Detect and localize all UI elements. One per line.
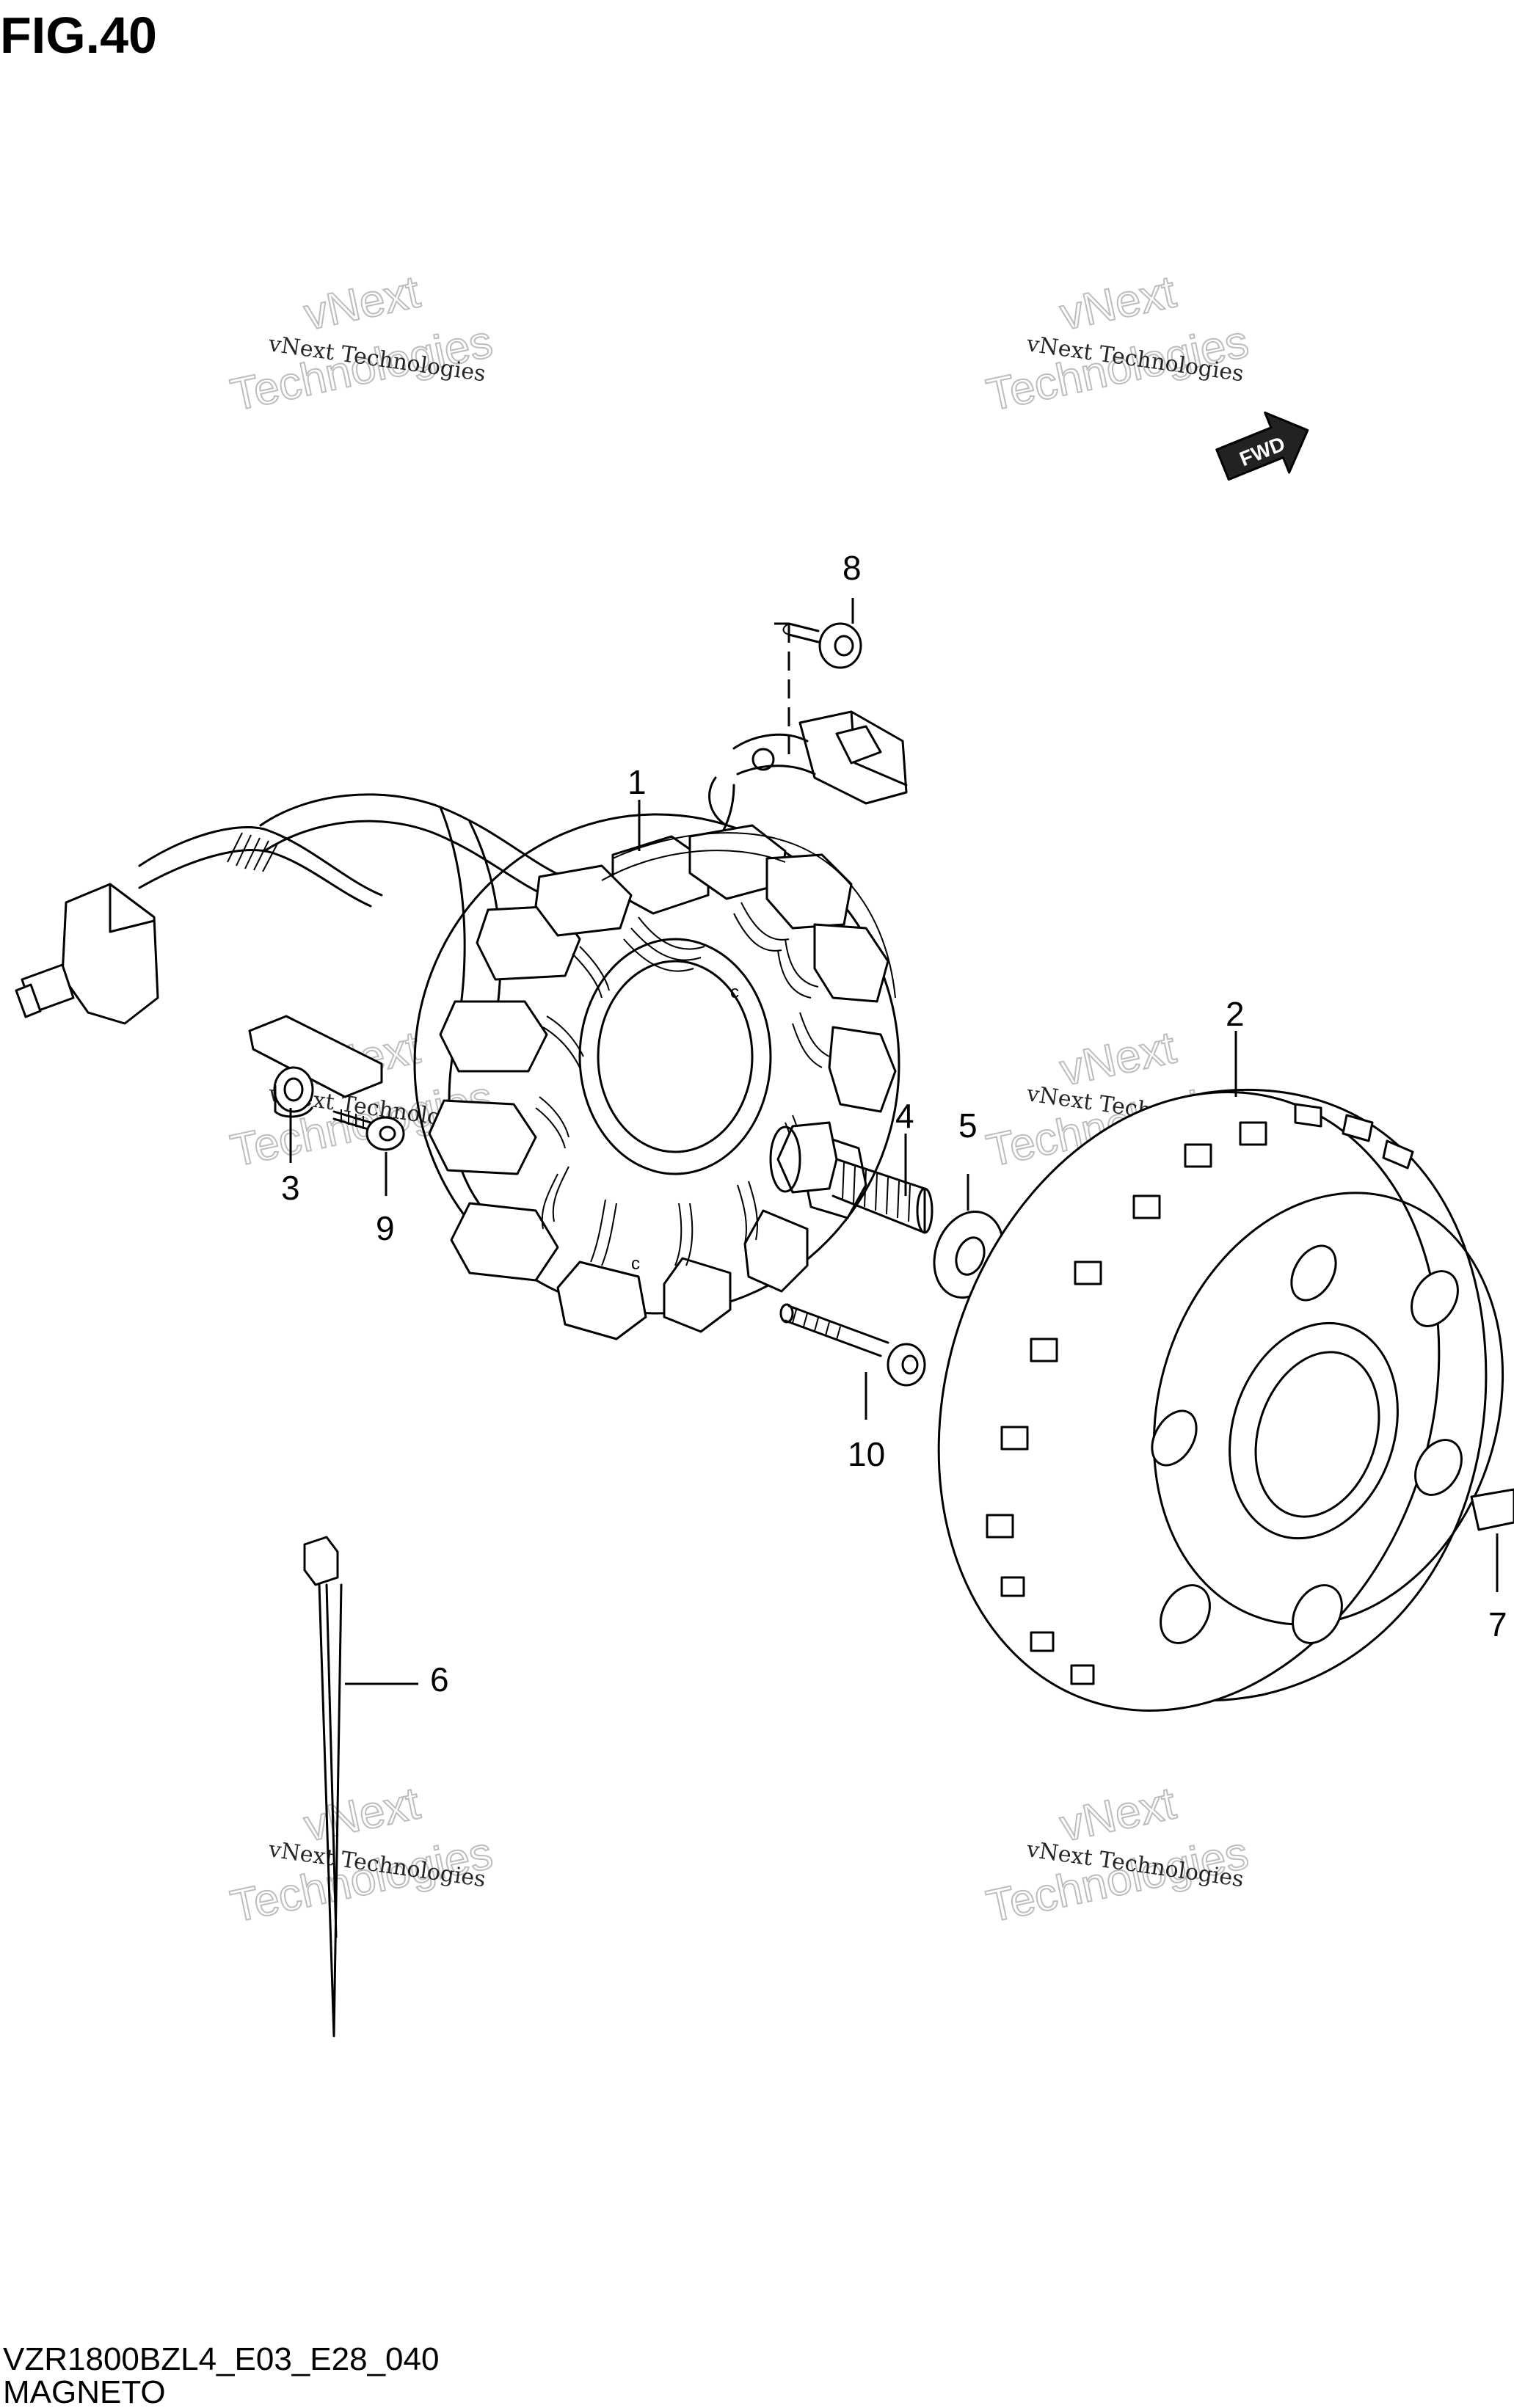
bolt-part-4 — [769, 1121, 933, 1234]
watermark-text-brand: vNext — [300, 1778, 424, 1851]
leader-lines — [289, 598, 1499, 1685]
callout-9: 9 — [376, 1209, 395, 1247]
callout-1: 1 — [627, 763, 647, 801]
callout-2: 2 — [1226, 995, 1245, 1033]
cable-tie — [303, 1536, 343, 2037]
callout-7: 7 — [1488, 1605, 1507, 1643]
watermark-text-brand: vNext — [1056, 1778, 1180, 1851]
clamp — [248, 1015, 383, 1118]
stator-mark-icon: c — [631, 1254, 640, 1274]
rotor — [937, 1089, 1504, 1712]
watermark-text-brand: vNext — [300, 266, 424, 340]
bolt-part-8 — [782, 622, 862, 669]
callout-6: 6 — [430, 1660, 449, 1699]
watermark-top-right: Technologies vNext vNext Technologies — [982, 266, 1253, 421]
figure-title: FIG.40 — [0, 7, 157, 64]
callout-8: 8 — [842, 549, 862, 587]
stator-windings — [535, 902, 830, 1266]
callout-3: 3 — [281, 1169, 300, 1207]
callout-numbers: 1 2 3 4 5 6 7 8 9 10 — [281, 549, 1507, 1699]
callout-10: 10 — [848, 1435, 885, 1473]
watermark-bottom-left: Technologies vNext vNext Technologies — [226, 1777, 498, 1933]
stator-assembly: c c — [413, 813, 900, 1340]
key-part-7 — [1470, 1488, 1514, 1531]
section-name: MAGNETO — [3, 2374, 166, 2408]
watermark-top-left: Technologies vNext vNext Technologies — [226, 266, 498, 421]
watermark-text-brand: vNext — [1056, 266, 1180, 340]
watermark-bottom-right: Technologies vNext vNext Technologies — [982, 1777, 1253, 1933]
harness-connector-left — [15, 883, 159, 1025]
stator-poles — [428, 824, 897, 1340]
callout-5: 5 — [958, 1106, 978, 1145]
stator-mark-icon: c — [730, 982, 739, 1002]
screw-part-9 — [332, 1109, 405, 1151]
fwd-arrow-icon: FWD — [1215, 411, 1309, 481]
model-code: VZR1800BZL4_E03_E28_040 — [3, 2341, 439, 2377]
callout-4: 4 — [895, 1097, 914, 1135]
rotor-trigger-lugs — [986, 1103, 1414, 1685]
bolt-part-10 — [779, 1303, 926, 1387]
wire-wrap — [227, 832, 278, 872]
pickup-connector — [732, 710, 908, 805]
watermark-text-brand: vNext — [1056, 1022, 1180, 1095]
